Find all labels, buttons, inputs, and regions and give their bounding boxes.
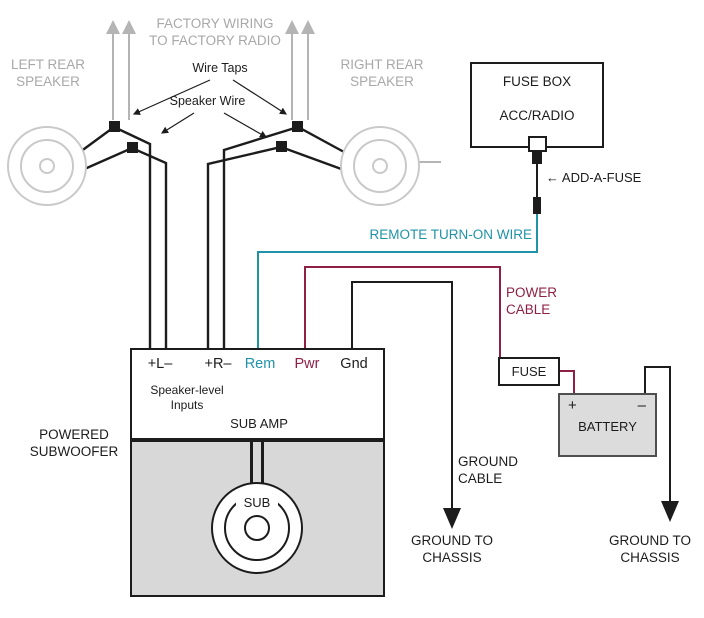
wire-tap-icon	[292, 121, 303, 132]
terminal-left-input: +L–	[147, 356, 173, 372]
ground-to-chassis-left-label: GROUND TO CHASSIS	[410, 533, 493, 565]
fuse-box-title: FUSE BOX	[502, 74, 572, 89]
ground-to-chassis-right-label: GROUND TO CHASSIS	[608, 533, 691, 565]
wire-taps-pointer-arrow-icon	[232, 79, 288, 115]
sub-cap-icon	[244, 515, 270, 541]
left-speaker-wire-minus	[79, 146, 168, 350]
battery-box: + – BATTERY	[558, 393, 657, 457]
terminal-remote: Rem	[244, 356, 276, 372]
ground-cable-wire	[351, 281, 453, 510]
add-a-fuse-connector-icon	[533, 197, 541, 214]
sub-amp-box: +L– +R– Rem Pwr Gnd Speaker-level Inputs…	[130, 348, 385, 440]
left-rear-speaker-label: LEFT REAR SPEAKER	[10, 57, 86, 89]
right-rear-speaker-label: RIGHT REAR SPEAKER	[340, 57, 424, 89]
terminal-ground: Gnd	[340, 356, 368, 372]
terminal-power: Pwr	[294, 356, 320, 372]
remote-turn-on-wire	[257, 214, 538, 350]
battery-ground-wire	[644, 366, 671, 503]
battery-plus-terminal: +	[568, 397, 577, 414]
left-speaker-wire-plus	[79, 125, 152, 350]
speaker-wire-label: Speaker Wire	[169, 94, 246, 108]
add-a-fuse-label: ← ADD-A-FUSE	[546, 170, 642, 185]
right-speaker-wire-minus	[206, 145, 345, 350]
right-speaker-cap-icon	[372, 158, 388, 174]
fuse-box-slot-label: ACC/RADIO	[499, 108, 575, 123]
inline-fuse-box: FUSE	[498, 357, 560, 386]
speaker-level-inputs-label: Speaker-level Inputs	[150, 383, 224, 412]
factory-wiring-label: FACTORY WIRING TO FACTORY RADIO	[149, 16, 281, 48]
left-speaker-cap-icon	[39, 158, 55, 174]
power-cable-label: POWER CABLE	[506, 285, 558, 317]
ground-arrow-icon	[443, 508, 461, 529]
wire-taps-label: Wire Taps	[192, 61, 248, 75]
battery-label: BATTERY	[578, 419, 637, 434]
battery-ground-arrow-icon	[661, 501, 679, 522]
fuse-to-battery-wire	[560, 370, 575, 393]
powered-subwoofer-label: POWERED SUBWOOFER	[29, 427, 119, 459]
add-a-fuse-holder-icon	[528, 136, 547, 152]
wire-taps-pointer-arrow-icon	[132, 79, 211, 115]
amp-to-sub-wire	[261, 440, 264, 484]
remote-turn-on-wire-label: REMOTE TURN-ON WIRE	[369, 227, 533, 242]
sub-amp-label: SUB AMP	[230, 416, 288, 431]
wire-tap-icon	[109, 121, 120, 132]
speaker-wire-pointer-arrow-icon	[223, 112, 268, 138]
battery-minus-terminal: –	[637, 397, 646, 414]
wire-tap-icon	[276, 141, 287, 152]
speaker-wire-pointer-arrow-icon	[160, 112, 195, 134]
right-speaker-wire-plus	[222, 125, 345, 350]
power-cable-wire	[304, 266, 501, 357]
add-a-fuse-tap-icon	[532, 151, 542, 164]
amp-to-sub-wire	[250, 440, 253, 484]
ground-cable-label: GROUND CABLE	[458, 454, 518, 486]
wire-tap-icon	[127, 142, 138, 153]
terminal-right-input: +R–	[204, 356, 232, 372]
inline-fuse-label: FUSE	[511, 364, 547, 379]
fuse-box: FUSE BOX ACC/RADIO	[470, 62, 604, 148]
sub-label: SUB	[236, 495, 278, 512]
